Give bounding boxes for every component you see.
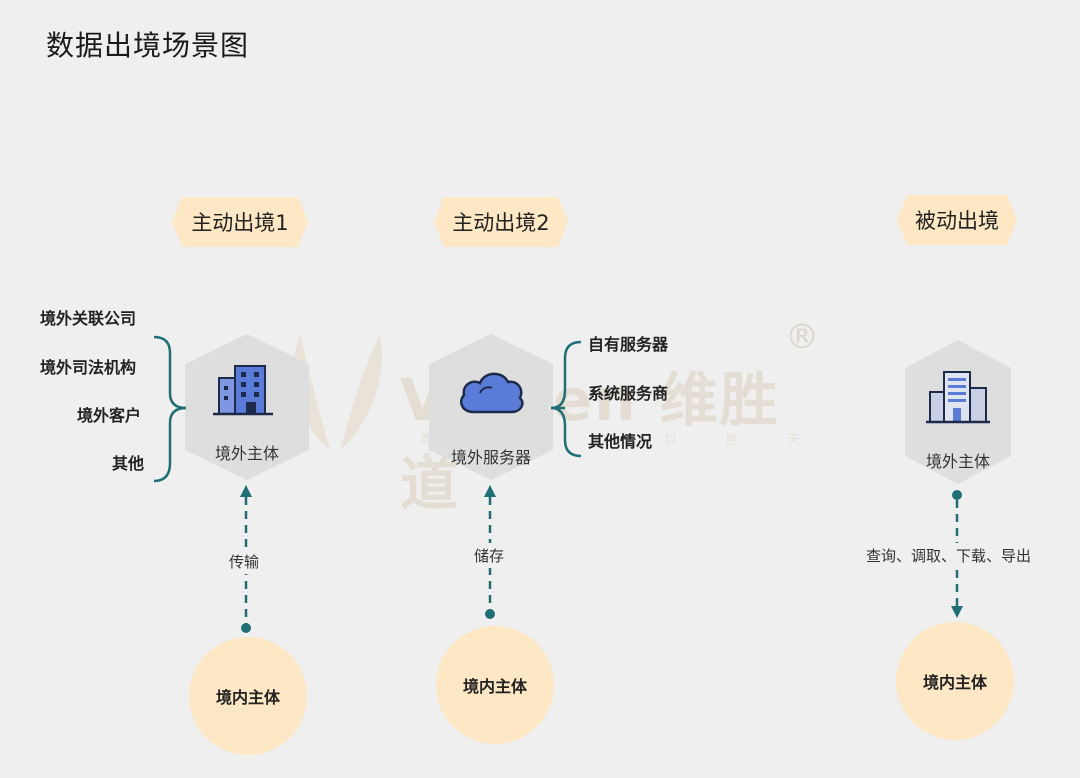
header-pill-active-1: 主动出境1 xyxy=(172,197,308,247)
header-pill-passive: 被动出境 xyxy=(897,195,1017,245)
hex-node-overseas-entity-1: 境外主体 xyxy=(185,334,309,480)
office-building-icon xyxy=(213,365,273,416)
hex-node-label: 境外服务器 xyxy=(450,448,531,467)
branch-item: 系统服务商 xyxy=(588,384,669,403)
header-pill-active-2: 主动出境2 xyxy=(434,197,568,247)
branch-bracket xyxy=(153,335,187,483)
branch-item: 其他情况 xyxy=(588,432,653,451)
hex-node-overseas-entity-2: 境外主体 xyxy=(905,340,1011,484)
domestic-entity-label: 境内主体 xyxy=(922,673,987,692)
watermark-registered-mark: ® xyxy=(785,317,819,357)
flow-label: 查询、调取、下载、导出 xyxy=(866,543,1032,568)
domestic-entity-circle: 境内主体 xyxy=(896,622,1014,740)
hex-node-label: 境外主体 xyxy=(925,452,990,471)
branch-item: 境外司法机构 xyxy=(40,358,137,377)
domestic-entity-circle: 境内主体 xyxy=(436,626,554,744)
branch-bracket xyxy=(551,340,582,458)
branch-item: 自有服务器 xyxy=(588,335,669,354)
flow-label: 储存 xyxy=(474,543,505,568)
page-title: 数据出境场景图 xyxy=(46,29,250,62)
branch-item: 其他 xyxy=(112,454,145,473)
hex-node-label: 境外主体 xyxy=(214,444,279,463)
flow-label: 传输 xyxy=(229,549,260,574)
downward-dashed-arrow xyxy=(951,490,963,618)
branch-item: 境外关联公司 xyxy=(40,309,137,328)
header-label: 主动出境2 xyxy=(452,211,550,235)
header-label: 被动出境 xyxy=(915,209,999,233)
corporate-buildings-icon xyxy=(926,371,990,424)
domestic-entity-label: 境内主体 xyxy=(215,688,280,707)
cloud-icon xyxy=(460,372,524,414)
branch-item: 境外客户 xyxy=(77,406,142,425)
hex-node-overseas-server: 境外服务器 xyxy=(429,334,553,480)
upward-dashed-arrow xyxy=(240,485,252,633)
header-label: 主动出境1 xyxy=(191,211,289,235)
domestic-entity-circle: 境内主体 xyxy=(189,637,307,755)
domestic-entity-label: 境内主体 xyxy=(462,677,527,696)
